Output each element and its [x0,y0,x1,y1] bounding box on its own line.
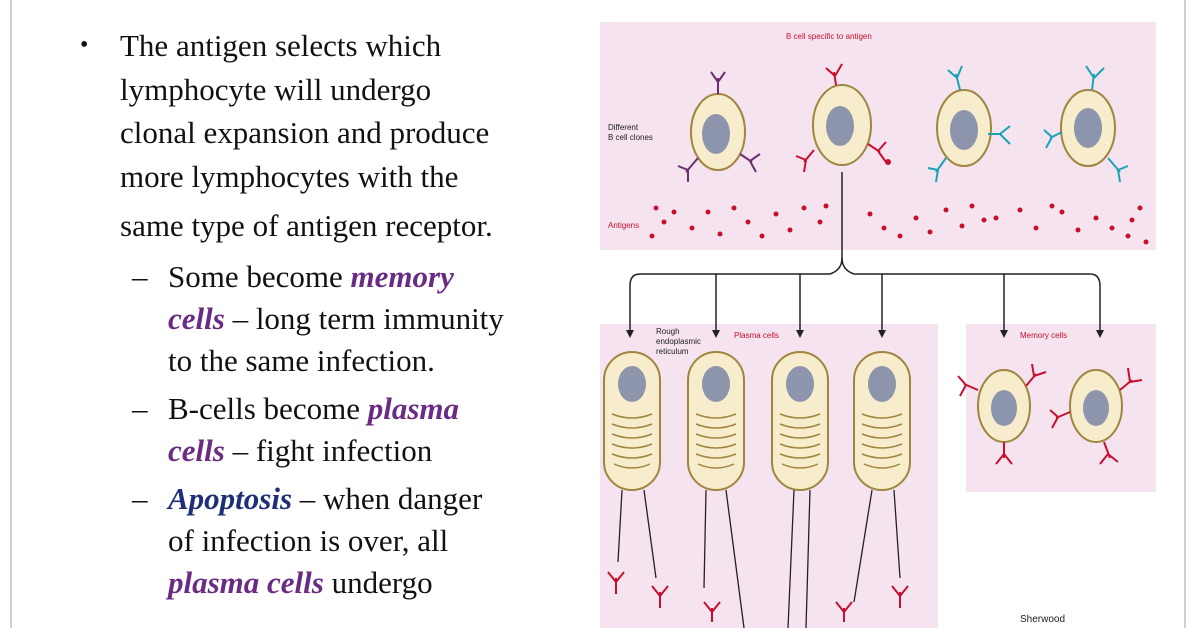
memory-cell-2 [1049,367,1143,465]
b-cell-4 [1043,65,1129,183]
antigens-label: Antigens [608,221,639,230]
dash-icon: – [132,480,148,516]
subbullet-apoptosis: – Apoptosis – when danger of infection i… [70,478,570,604]
plasma-cell-2 [687,351,745,491]
bullet-line: The antigen selects which [120,28,442,63]
plasma-cells-label: Plasma cells [734,331,779,340]
title-label: B cell specific to antigen [786,32,872,41]
b-cell-2 [795,63,891,173]
memory-term-cells: cells [168,300,225,336]
bullet-line: clonal expansion and produce [120,115,490,150]
apoptosis-term2: plasma cells [168,564,324,600]
memory-pre: Some become [168,258,351,294]
rough-er-label-3: reticulum [656,347,689,356]
secretion-arrows [617,489,901,629]
bullet-dot-icon: • [80,32,89,58]
expansion-arrows [629,172,1101,332]
plasma-post: – fight infection [224,432,433,468]
plasma-cell-3 [771,351,829,491]
diagram-svg: B cell specific to antigen Different B c… [600,22,1156,629]
subbullet-memory: – Some become memory cells – long term i… [70,256,570,382]
apoptosis-line2: of infection is over, all [168,522,449,558]
plasma-cell-4 [853,351,911,491]
plasma-pre: B-cells become [168,390,368,426]
plasma-term: plasma [367,390,459,426]
antigen-dots [649,203,1149,245]
rough-er-label: Rough [656,327,680,336]
b-cell-3 [927,65,1011,183]
antibodies [607,571,909,622]
memory-cell-1 [957,363,1047,465]
b-cell-1 [677,71,761,182]
main-bullet: • The antigen selects which lymphocyte w… [70,24,570,248]
memory-cells-label: Memory cells [1020,331,1067,340]
plasma-term-cells: cells [168,432,225,468]
rough-er-label-2: endoplasmic [656,337,701,346]
apoptosis-term: Apoptosis [168,480,293,516]
bullet-line: same type of antigen receptor. [120,208,493,243]
subbullet-plasma: – B-cells become plasma cells – fight in… [70,388,570,472]
bullet-line: more lymphocytes with the [120,158,459,194]
bullet-line: lymphocyte will undergo [120,71,432,107]
apoptosis-post: – when danger [292,480,483,516]
different-label-2: B cell clones [608,133,653,142]
arrow-heads [626,330,1104,338]
dash-icon: – [132,258,148,294]
slide-frame [10,0,1186,628]
memory-line3: to the same infection. [168,342,435,378]
apoptosis-post3: undergo [323,564,433,600]
plasma-cell-1 [603,351,661,491]
memory-post: – long term immunity [224,300,504,336]
b-cell-diagram: B cell specific to antigen Different B c… [600,22,1160,629]
dash-icon: – [132,390,148,426]
credit-label: Sherwood [1020,614,1065,625]
slide-text: • The antigen selects which lymphocyte w… [70,24,570,604]
different-label: Different [608,123,639,132]
memory-term: memory [350,258,454,294]
